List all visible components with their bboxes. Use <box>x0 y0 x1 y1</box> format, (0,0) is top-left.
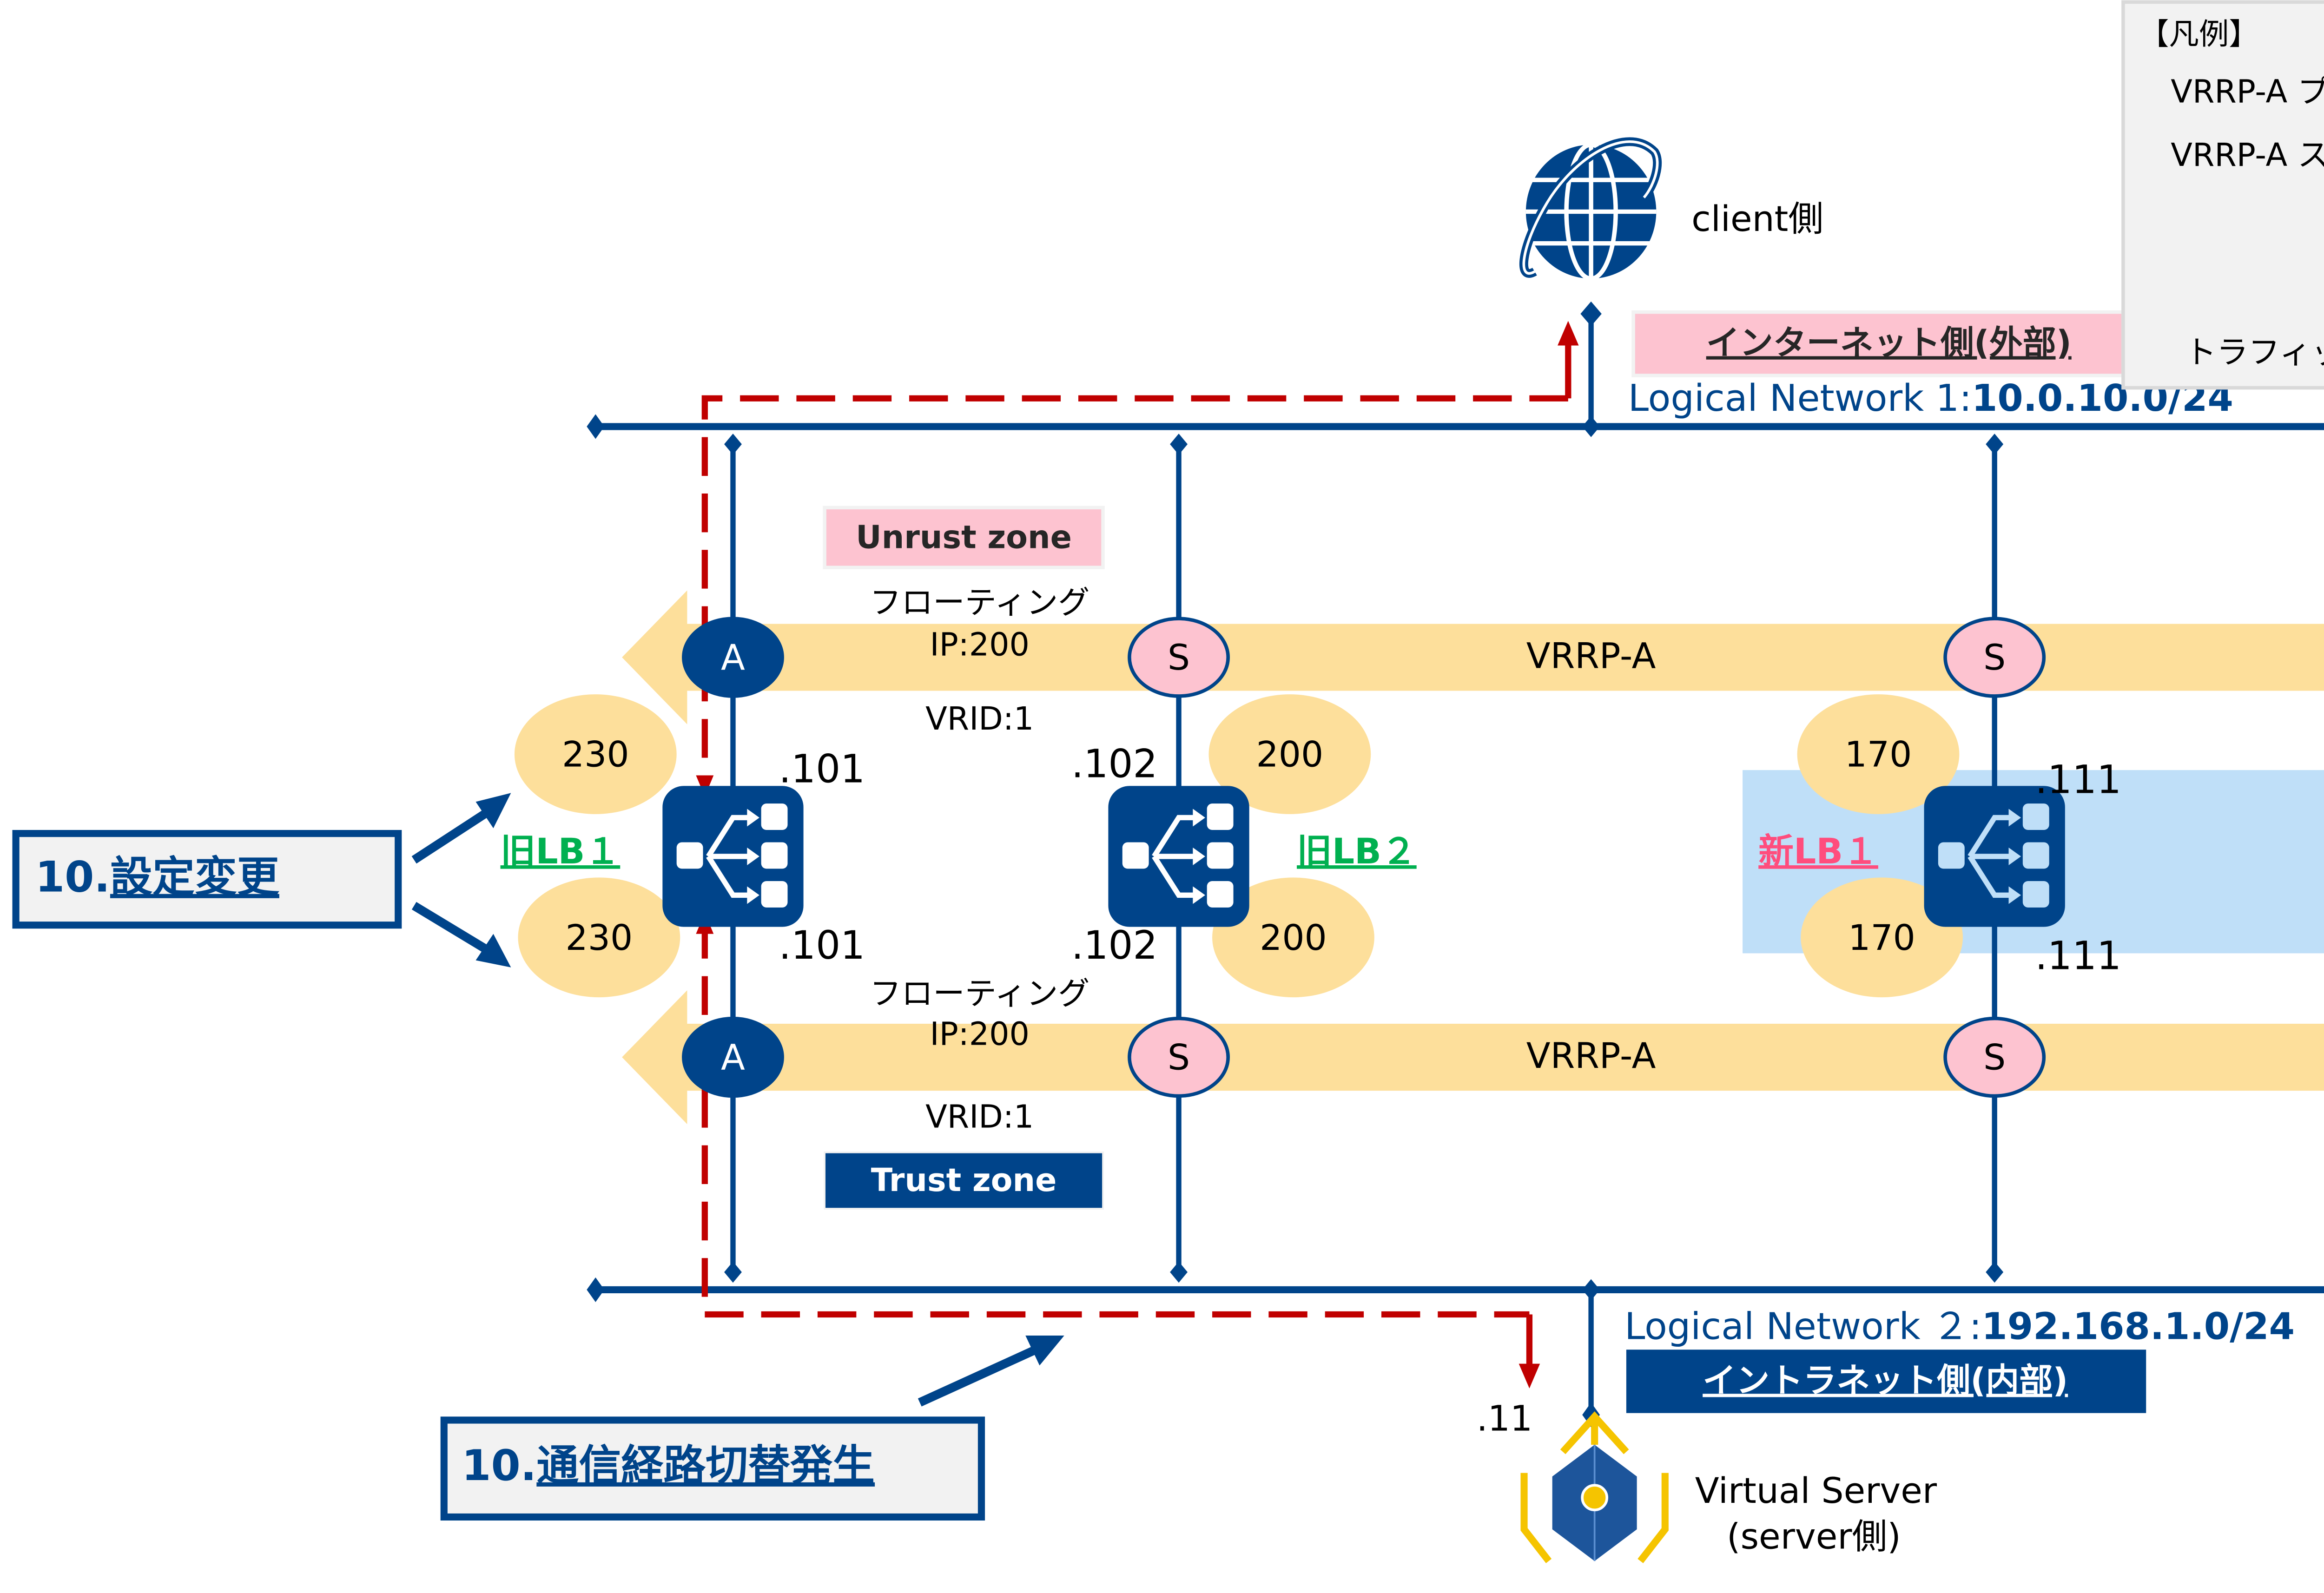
legend: 【凡例】 VRRP-A プライオリティ : No. VRRP-A ステータス A… <box>2121 0 2324 390</box>
legend-traffic-label: トラフィックの経路 <box>2185 334 2324 371</box>
priority-badge: 230 <box>518 877 680 998</box>
vrrp-label-upper: VRRP-A <box>1526 635 1656 676</box>
priority-ellipse <box>1797 694 1960 814</box>
vrrp-state-layer: ASSSASSS <box>682 617 2046 1098</box>
load-balancer-icon[interactable] <box>1108 786 1249 927</box>
vrrp-state-active: A <box>682 1016 784 1098</box>
intranet-side-label: イントラネット側(内部) <box>1703 1361 2068 1400</box>
lb-name-old-2: 旧LB２ <box>1297 831 1417 872</box>
priority-value: 200 <box>1256 734 1324 775</box>
server-ip: .11 <box>1477 1398 1533 1439</box>
callout-route-switch-text: 通信経路切替発生 <box>536 1442 875 1490</box>
vrrp-state-label: A <box>721 1037 745 1078</box>
callout-config-change-arrows <box>411 793 511 968</box>
network-bus-internal <box>587 1277 2324 1302</box>
priority-badge: 170 <box>1801 877 1963 998</box>
vrrp-state-label: S <box>1983 1037 2006 1078</box>
priority-value: 230 <box>566 917 633 958</box>
vrrp-state-label: S <box>1983 637 2006 678</box>
lb-ip-new-1-top: .111 <box>2035 757 2121 802</box>
callout-config-change-text: 設定変更 <box>110 853 280 902</box>
lb-ip-new-1-bottom: .111 <box>2035 934 2121 979</box>
priority-badge: 170 <box>1797 694 1960 814</box>
svg-text:10.通信経路切替発生: 10.通信経路切替発生 <box>462 1442 875 1490</box>
lb-drop-lines <box>724 434 2004 1283</box>
trust-zone-label: Trust zone <box>871 1162 1057 1199</box>
traffic-arrowhead-up <box>1558 321 1579 346</box>
vrid-upper: VRID:1 <box>925 701 1034 737</box>
lb-ip-old-2-top: .102 <box>1071 741 1158 786</box>
client-drop-line <box>1580 301 1602 437</box>
priority-value: 200 <box>1260 917 1327 958</box>
virtual-server-icon <box>1520 1411 1669 1563</box>
internet-side-badge: インターネット側(外部) <box>1631 310 2125 377</box>
trust-zone-badge: Trust zone <box>824 1151 1104 1210</box>
floating-ip-upper-line2: IP:200 <box>930 627 1029 664</box>
vrrp-label-lower: VRRP-A <box>1526 1035 1656 1076</box>
legend-title: 【凡例】 <box>2139 17 2259 52</box>
floating-ip-lower-line2: IP:200 <box>930 1016 1029 1053</box>
priority-value: 230 <box>562 734 629 775</box>
callout-route-switch-prefix: 10. <box>462 1442 536 1490</box>
client-label: client側 <box>1691 198 1823 239</box>
priority-badges: 230230200200170170160160 <box>514 694 1963 998</box>
lb-ip-old-1-bottom: .101 <box>779 923 865 968</box>
priority-ellipse <box>1212 877 1374 998</box>
vrid-lower: VRID:1 <box>925 1099 1034 1136</box>
internet-side-label: インターネット側(外部) <box>1706 323 2072 362</box>
vrrp-state-active: A <box>682 617 784 698</box>
logical-network-2-name: Logical Network ２: <box>1624 1305 1981 1348</box>
vrrp-band-upper <box>622 590 2324 724</box>
intranet-side-badge: イントラネット側(内部) <box>1626 1349 2146 1413</box>
priority-ellipse <box>514 694 677 814</box>
untrust-zone-badge: Unrust zone <box>823 506 1105 569</box>
callout-config-change: 10.設定変更 <box>12 830 402 929</box>
traffic-arrowhead-down <box>1519 1363 1540 1389</box>
load-balancer-icon[interactable] <box>1924 786 2065 927</box>
svg-text:10.設定変更: 10.設定変更 <box>35 853 280 902</box>
priority-value: 170 <box>1848 917 1915 958</box>
server-drop-line <box>1582 1279 1600 1428</box>
priority-ellipse <box>1801 877 1963 998</box>
lb-ip-old-1-top: .101 <box>779 747 865 792</box>
priority-ellipse <box>518 877 680 998</box>
globe-icon <box>1519 137 1662 281</box>
lb-ip-old-2-bottom: .102 <box>1071 923 1158 968</box>
load-balancer-layer <box>662 786 2065 927</box>
floating-ip-lower-line1: フローティング <box>870 975 1089 1012</box>
vrrp-state-label: S <box>1168 637 1190 678</box>
priority-badge: 200 <box>1208 694 1371 814</box>
legend-status-label: VRRP-A ステータス <box>2171 137 2324 174</box>
vrrp-state-label: S <box>1168 1037 1190 1078</box>
callout-route-switch: 10.通信経路切替発生 <box>440 1416 985 1521</box>
callout-config-change-prefix: 10. <box>35 853 110 902</box>
vrrp-state-standby: S <box>1128 617 1230 698</box>
vrrp-state-standby: S <box>1943 617 2046 698</box>
priority-value: 170 <box>1845 734 1912 775</box>
load-balancer-icon[interactable] <box>662 786 804 927</box>
priority-badge: 200 <box>1212 877 1374 998</box>
lb-name-new-1: 新LB１ <box>1758 831 1878 872</box>
logical-network-1-name: Logical Network 1: <box>1628 376 1972 420</box>
vrrp-state-standby: S <box>1943 1016 2046 1098</box>
floating-ip-upper-line1: フローティング <box>870 585 1089 621</box>
server-label-line1: Virtual Server <box>1695 1470 1937 1511</box>
legend-priority-label: VRRP-A プライオリティ <box>2171 73 2324 110</box>
logical-network-2-cidr: 192.168.1.0/24 <box>1981 1305 2295 1348</box>
priority-ellipse <box>1208 694 1371 814</box>
untrust-zone-label: Unrust zone <box>856 519 1072 556</box>
vrrp-band-lower <box>622 990 2324 1125</box>
lb-name-old-1: 旧LB１ <box>501 831 621 872</box>
vrrp-state-standby: S <box>1128 1016 1230 1098</box>
logical-network-2-label: Logical Network ２:192.168.1.0/24 <box>1624 1305 2295 1348</box>
server-label-line2: (server側) <box>1727 1516 1901 1557</box>
priority-badge: 230 <box>514 694 677 814</box>
vrrp-state-label: A <box>721 637 745 678</box>
callout-route-switch-arrow <box>918 1335 1064 1407</box>
